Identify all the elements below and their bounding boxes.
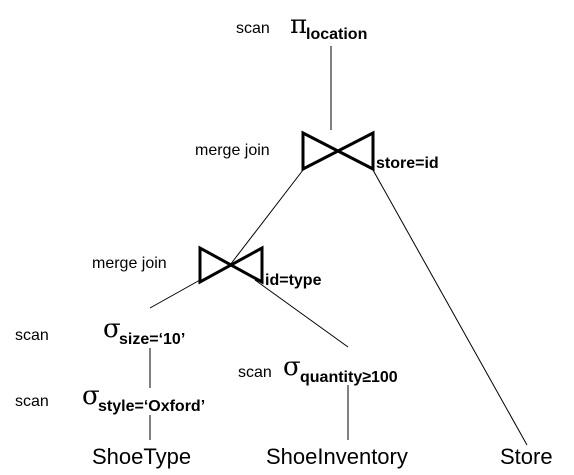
- projection-symbol: π: [290, 10, 307, 40]
- select-size-subscript: size=‘10’: [119, 331, 185, 348]
- edge-join-top-to-join-bottom: [229, 169, 304, 266]
- edge-join-top-to-store: [372, 169, 528, 446]
- select-size-annotation: scan: [15, 327, 49, 344]
- edge-join-bottom-to-select-size: [149, 279, 201, 309]
- join-bottom-annotation: merge join: [92, 255, 167, 272]
- select-quantity-symbol: σ: [283, 352, 301, 382]
- edge-join-bottom-to-select-quantity: [254, 279, 349, 348]
- join-top-condition: store=id: [376, 155, 439, 172]
- select-quantity-subscript: quantity≥100: [300, 369, 398, 386]
- select-style-annotation: scan: [15, 393, 49, 410]
- join-top-bowtie-icon: [301, 130, 375, 172]
- join-top-annotation: merge join: [195, 142, 270, 159]
- select-quantity-annotation: scan: [238, 364, 272, 381]
- select-size-symbol: σ: [103, 314, 121, 344]
- select-style-subscript: style=‘Oxford’: [98, 398, 205, 415]
- projection-subscript: location: [306, 26, 367, 43]
- relation-shoetype: ShoeType: [92, 444, 191, 469]
- join-bottom-condition: id=type: [265, 272, 322, 289]
- select-style-symbol: σ: [82, 381, 100, 411]
- projection-annotation: scan: [236, 20, 270, 37]
- relation-shoeinventory: ShoeInventory: [266, 444, 408, 469]
- join-bottom-bowtie-icon: [198, 245, 264, 285]
- relation-store: Store: [500, 444, 553, 469]
